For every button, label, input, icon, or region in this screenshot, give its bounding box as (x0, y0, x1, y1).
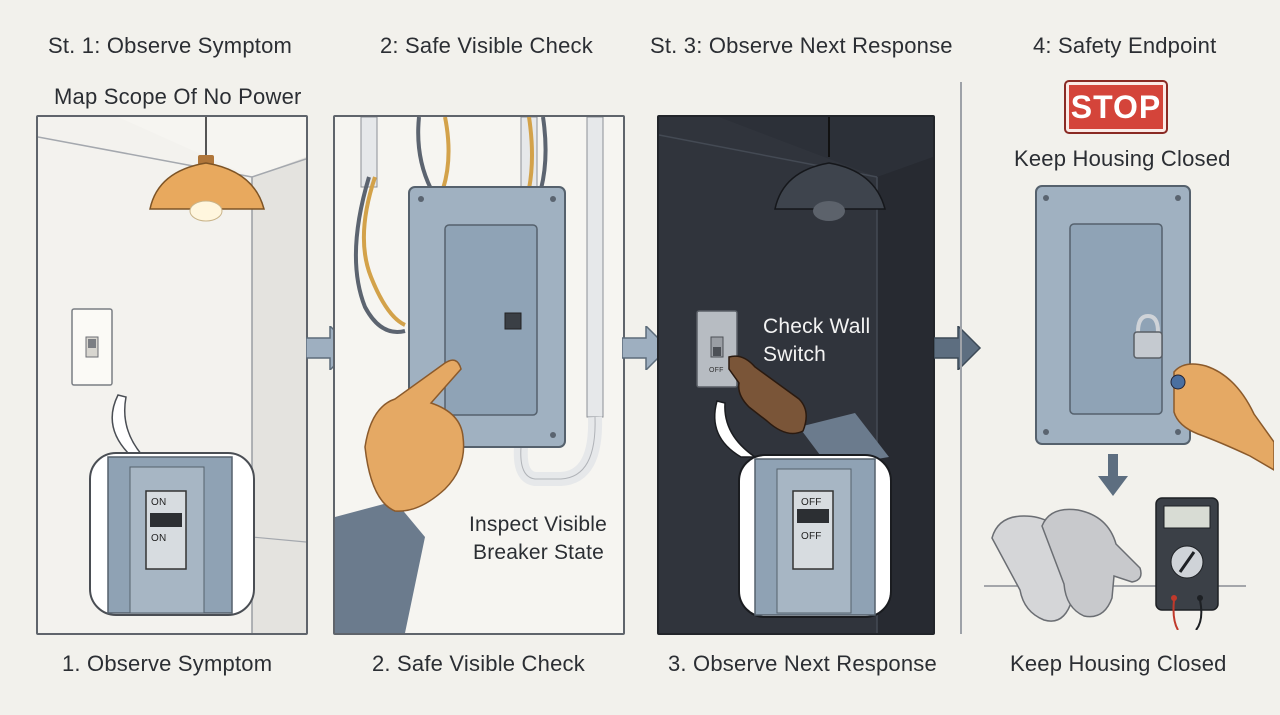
step2-caption-line2: Breaker State (473, 541, 604, 564)
dark-room-illustration (659, 117, 933, 633)
breaker-icon (145, 490, 187, 570)
breaker-top-label: ON (151, 497, 167, 508)
section-divider (960, 82, 962, 634)
step1-panel: ON ON (36, 115, 308, 635)
stop-sign: STOP (1064, 80, 1168, 134)
unlit-lamp-icon (774, 162, 886, 210)
step3-caption-line1: Check Wall (763, 315, 871, 338)
step1-caption: Map Scope Of No Power (54, 84, 302, 109)
step1-footer: 1. Observe Symptom (62, 651, 273, 676)
safety-glove-icon (1041, 508, 1142, 618)
step2-footer: 2. Safe Visible Check (372, 651, 585, 676)
step4-header: 4: Safety Endpoint (1033, 33, 1217, 58)
pointing-hand-icon (728, 355, 807, 435)
breaker-panel-illustration (335, 117, 604, 633)
step2-caption-line1: Inspect Visible (469, 513, 608, 536)
breaker-bottom-label: ON (151, 533, 167, 544)
step3-footer: 3. Observe Next Response (668, 651, 937, 676)
pointing-hand-icon (364, 359, 465, 512)
padlock-icon (1136, 313, 1160, 333)
down-arrow-icon (1098, 454, 1128, 496)
step4-footer: Keep Housing Closed (1010, 651, 1227, 676)
step2-header: 2: Safe Visible Check (380, 33, 593, 58)
step3-panel: Check Wall Switch OFF OFF OFF (657, 115, 935, 635)
step4-caption: Keep Housing Closed (1014, 146, 1231, 171)
step1-header: St. 1: Observe Symptom (48, 33, 293, 58)
step3-caption-line2: Switch (763, 343, 827, 366)
step2-panel: Inspect Visible Breaker State (333, 115, 625, 635)
ceiling-lamp-icon (149, 162, 265, 210)
breaker-top-off-label: OFF (801, 497, 822, 508)
switch-off-label: OFF (709, 367, 724, 374)
room-illustration (38, 117, 306, 633)
step3-header: St. 3: Observe Next Response (650, 33, 953, 58)
safety-endpoint-illustration (984, 185, 1274, 630)
hand-with-key-icon (1173, 363, 1274, 471)
breaker-bottom-off-label: OFF (801, 531, 822, 542)
next-step-arrow-icon (934, 326, 982, 370)
breaker-off-icon (792, 490, 834, 570)
